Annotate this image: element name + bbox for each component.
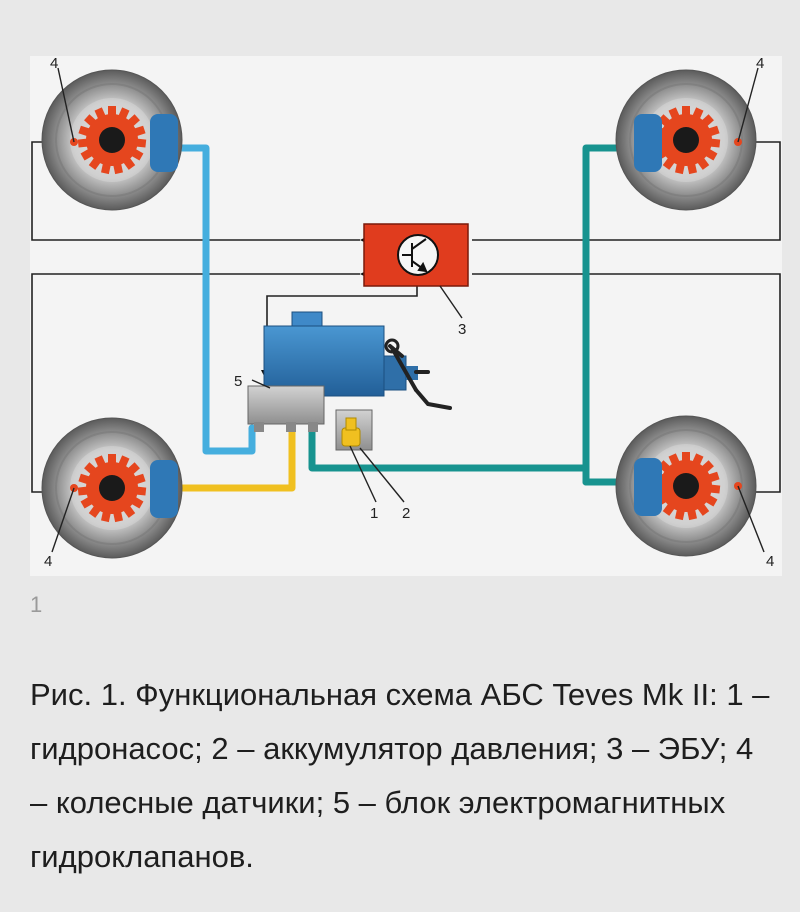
wheel-rear-left — [41, 417, 183, 559]
pump-accumulator — [335, 409, 373, 451]
marker-5-valve-block: 5 — [234, 373, 242, 390]
abs-diagram-figure: 4 4 4 4 3 5 1 2 — [30, 56, 782, 576]
leader-lines — [51, 67, 765, 553]
caliper-rear-right — [634, 458, 662, 516]
caliper-rear-left — [150, 460, 178, 518]
marker-4-front-right: 4 — [756, 56, 764, 72]
marker-4-rear-right: 4 — [766, 553, 774, 570]
wheel-front-right — [615, 69, 757, 211]
valve-block — [247, 385, 325, 432]
hydraulic-lines — [162, 144, 650, 492]
abs-diagram: 4 4 4 4 3 5 1 2 — [31, 56, 781, 570]
ecu-unit — [363, 223, 469, 287]
caliper-front-left — [150, 114, 178, 172]
wheel-rear-right — [615, 415, 757, 557]
marker-4-front-left: 4 — [50, 56, 58, 72]
image-index-label: 1 — [30, 592, 43, 617]
figure-caption: Рис. 1. Функциональная схема АБС Teves M… — [30, 677, 770, 874]
marker-2-accumulator: 2 — [402, 505, 410, 522]
marker-1-pump: 1 — [370, 505, 378, 522]
brake-pedal-icon — [384, 338, 452, 410]
transistor-icon — [397, 234, 439, 276]
caliper-front-right — [634, 114, 662, 172]
marker-3-ecu: 3 — [458, 321, 466, 338]
marker-4-rear-left: 4 — [44, 553, 52, 570]
